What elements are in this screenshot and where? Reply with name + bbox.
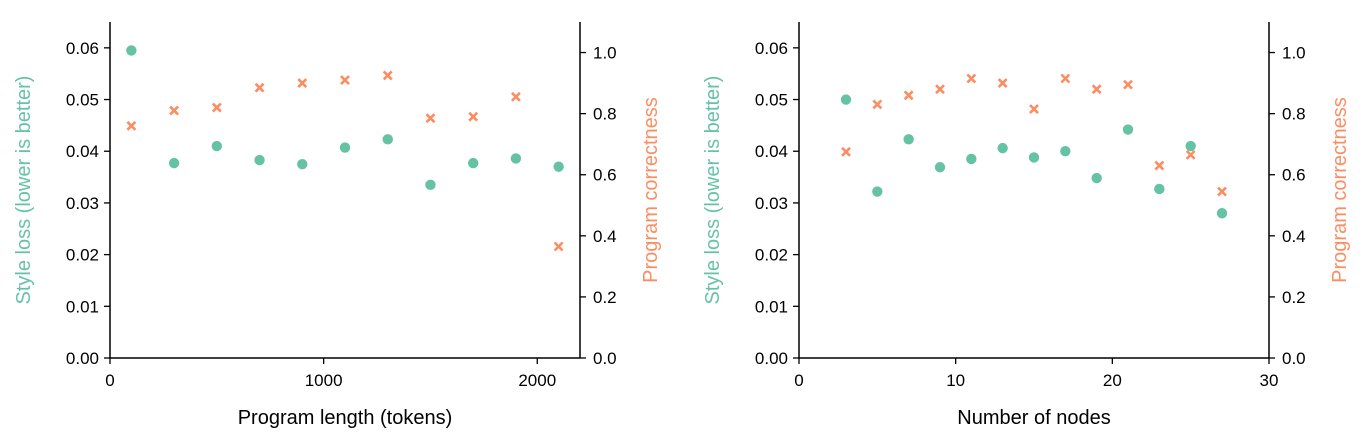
- y-left-axis-label: Style loss (lower is better): [13, 76, 35, 305]
- style-loss-point: [168, 157, 180, 169]
- y-right-tick-label: 1.0: [1282, 44, 1306, 63]
- x-tick-label: 2000: [518, 371, 556, 390]
- y-left-axis-label: Style loss (lower is better): [702, 76, 724, 305]
- y-left-tick-label: 0.06: [755, 39, 788, 58]
- style-loss-point: [339, 142, 351, 153]
- y-left-tick-label: 0.02: [755, 246, 788, 265]
- y-left-tick-label: 0.00: [66, 349, 99, 368]
- style-loss-point: [966, 153, 977, 165]
- correctness-point: [553, 241, 564, 252]
- y-right-tick-label: 0.0: [1282, 349, 1306, 368]
- correctness-point: [169, 105, 180, 116]
- y-right-axis-label: Program correctness: [640, 97, 662, 283]
- y-right-tick-label: 0.0: [593, 349, 617, 368]
- x-tick-label: 10: [946, 371, 965, 390]
- correctness-point: [1154, 160, 1165, 171]
- style-loss-point: [1060, 146, 1071, 157]
- y-right-tick-label: 0.4: [593, 227, 617, 246]
- correctness-point: [382, 70, 393, 81]
- style-loss-point: [1154, 183, 1165, 195]
- correctness-point: [510, 91, 521, 102]
- style-loss-point: [467, 157, 479, 169]
- y-left-tick-label: 0.01: [755, 297, 788, 316]
- style-loss-point: [903, 134, 914, 145]
- y-left-tick-label: 0.04: [66, 142, 99, 161]
- correctness-point: [425, 113, 436, 124]
- style-loss-point: [1122, 124, 1134, 135]
- style-loss-point: [1185, 140, 1196, 152]
- x-tick-label: 30: [1260, 371, 1279, 390]
- correctness-point: [126, 120, 137, 131]
- correctness-point: [841, 146, 851, 157]
- style-loss-point: [510, 153, 522, 164]
- correctness-point: [872, 99, 883, 110]
- y-right-tick-label: 0.8: [1282, 105, 1306, 124]
- correctness-point: [997, 78, 1008, 89]
- correctness-point: [340, 75, 350, 85]
- y-left-tick-label: 0.01: [66, 297, 99, 316]
- y-left-tick-label: 0.05: [755, 91, 788, 110]
- x-axis-label: Number of nodes: [957, 407, 1110, 429]
- correctness-point: [1185, 149, 1196, 160]
- correctness-point: [211, 102, 222, 113]
- style-loss-point: [1028, 152, 1040, 163]
- correctness-point: [1060, 73, 1071, 84]
- correctness-point: [1123, 79, 1133, 90]
- style-loss-point: [1091, 172, 1102, 184]
- y-right-tick-label: 0.6: [1282, 166, 1306, 185]
- chart-panel-2: 0 10 20 30 0.00 0.01 0.02 0.03 0.04 0.05 0.06 0.0 0.…: [702, 22, 1351, 429]
- style-loss-point: [126, 45, 137, 56]
- style-loss-point: [297, 158, 308, 170]
- style-loss-point: [254, 154, 265, 166]
- y-left-tick-label: 0.00: [755, 349, 788, 368]
- y-right-tick-label: 0.2: [1282, 288, 1306, 307]
- y-right-tick-label: 0.4: [1282, 227, 1306, 246]
- correctness-point: [1029, 104, 1039, 114]
- correctness-point: [966, 73, 977, 84]
- correctness-point: [254, 82, 265, 93]
- x-tick-label: 1000: [305, 371, 343, 390]
- correctness-point: [903, 90, 914, 101]
- x-tick-label: 0: [794, 371, 803, 390]
- style-loss-point: [997, 142, 1008, 154]
- y-left-tick-label: 0.02: [66, 246, 99, 265]
- y-left-tick-label: 0.03: [66, 194, 99, 213]
- y-right-tick-label: 0.6: [593, 166, 617, 185]
- correctness-point: [935, 84, 945, 95]
- y-right-tick-label: 1.0: [593, 44, 617, 63]
- y-left-tick-label: 0.06: [66, 39, 99, 58]
- style-loss-point: [872, 186, 883, 197]
- style-loss-point: [934, 162, 946, 173]
- style-loss-point: [382, 134, 393, 145]
- style-loss-point: [1216, 208, 1228, 219]
- x-tick-label: 20: [1103, 371, 1122, 390]
- x-axis-label: Program length (tokens): [238, 407, 453, 429]
- correctness-point: [297, 78, 308, 89]
- y-right-tick-label: 0.2: [593, 288, 617, 307]
- style-loss-point: [553, 161, 564, 172]
- y-right-axis-label: Program correctness: [1329, 97, 1351, 283]
- correctness-point: [1217, 186, 1227, 197]
- x-tick-label: 0: [105, 371, 114, 390]
- y-left-tick-label: 0.05: [66, 91, 99, 110]
- correctness-point: [1091, 84, 1102, 95]
- chart-panel-1: 0 1000 2000 0.00 0.01 0.02 0.03 0.04 0.05 0.06 0.0…: [13, 22, 662, 429]
- style-loss-point: [425, 179, 436, 191]
- style-loss-point: [840, 94, 852, 105]
- y-right-tick-label: 0.8: [593, 105, 617, 124]
- style-loss-point: [211, 140, 223, 152]
- y-left-tick-label: 0.03: [755, 194, 788, 213]
- y-left-tick-label: 0.04: [755, 142, 788, 161]
- correctness-point: [468, 111, 479, 122]
